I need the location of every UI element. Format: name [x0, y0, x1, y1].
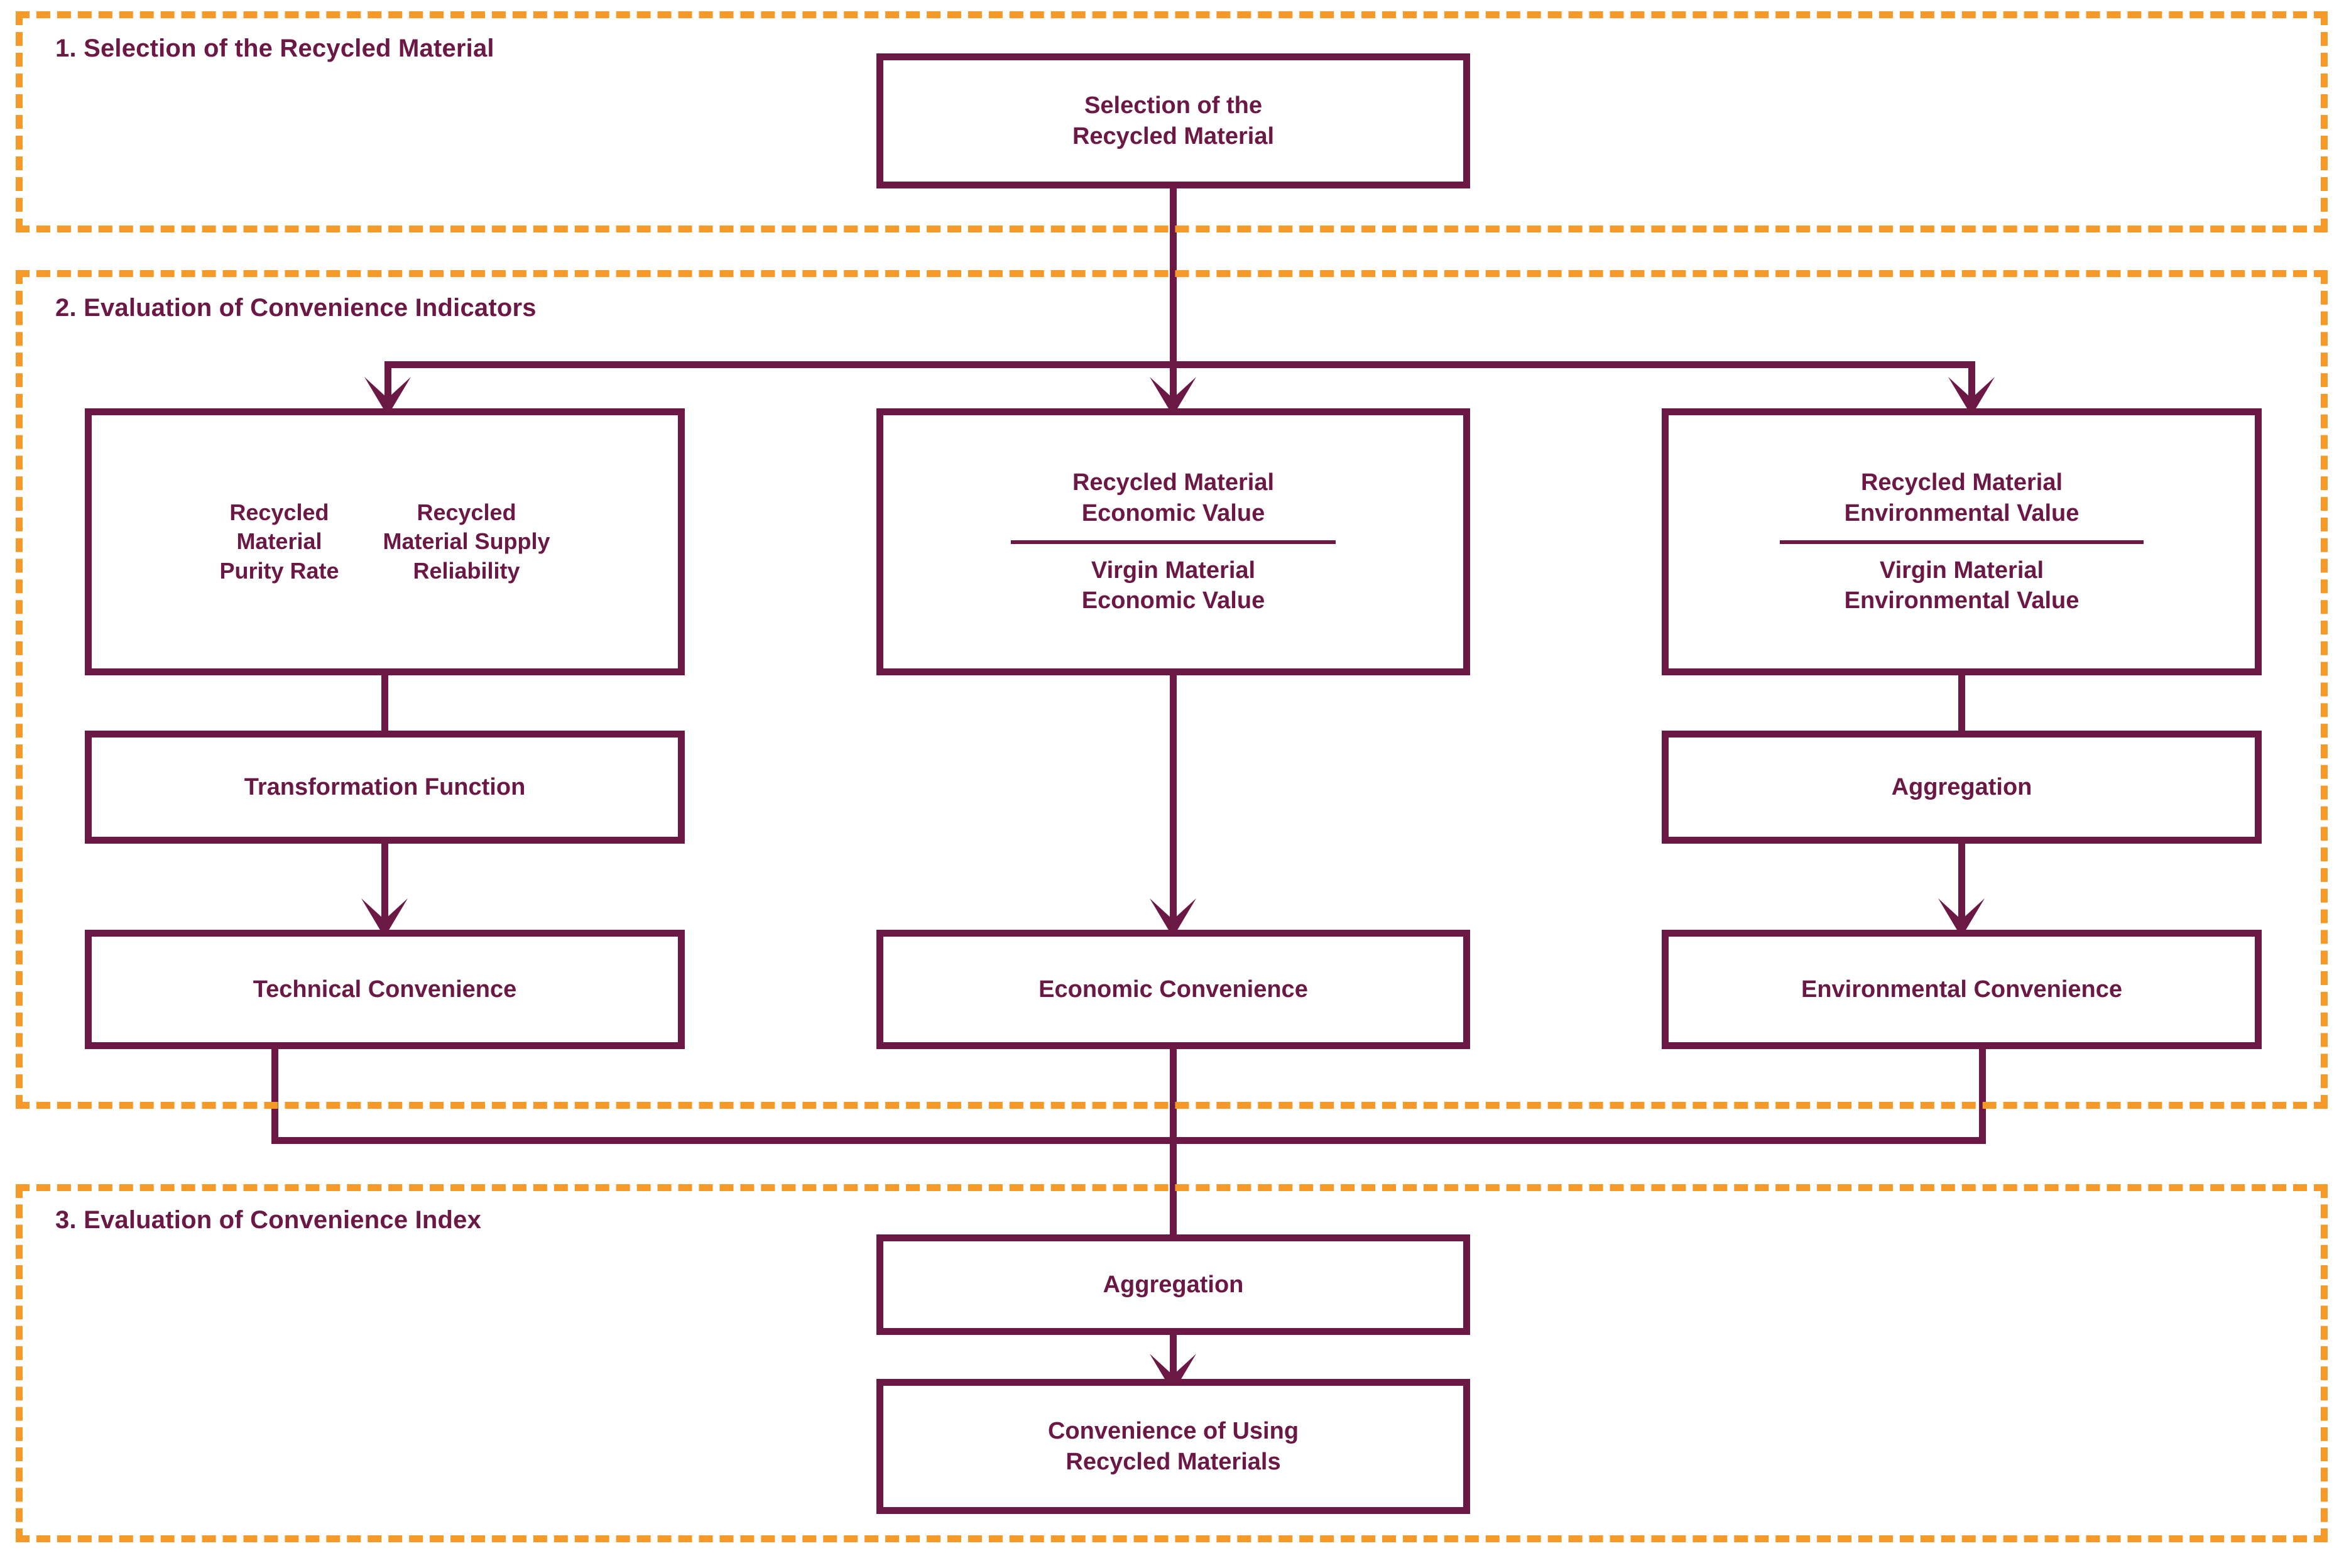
- technical-convenience-label: Technical Convenience: [253, 976, 517, 1003]
- indicator-purity-rate: Recycled Material Purity Rate: [219, 499, 339, 584]
- node-aggregation-index[interactable]: Aggregation: [876, 1234, 1470, 1335]
- section-frame-3: [16, 1184, 2328, 1542]
- connector-transform-to-technical-convenience: [381, 841, 388, 923]
- connector-technical-indicator-to-transform: [381, 672, 388, 735]
- section-title-1: 1. Selection of the Recycled Material: [55, 35, 494, 62]
- connector-bus-drop-left: [384, 361, 391, 411]
- node-aggregation-environmental[interactable]: Aggregation: [1662, 731, 2262, 844]
- arrowhead-to-technical-convenience: [361, 898, 408, 937]
- node-environmental-indicator-ratio[interactable]: Recycled Material Environmental Value Vi…: [1662, 408, 2262, 675]
- indicator-supply-reliability: Recycled Material Supply Reliability: [383, 499, 550, 584]
- connector-bus-drop-center: [1170, 361, 1177, 411]
- final-line2: Recycled Materials: [1066, 1448, 1281, 1475]
- section-title-3: 3. Evaluation of Convenience Index: [55, 1206, 482, 1234]
- aggregation-environmental-label: Aggregation: [1891, 773, 2032, 800]
- connector-economic-indicator-to-convenience: [1170, 672, 1177, 923]
- node-convenience-of-using-recycled-materials[interactable]: Convenience of Using Recycled Materials: [876, 1379, 1470, 1514]
- connector-collector-bus: [271, 1137, 1986, 1144]
- arrowhead-to-environmental-convenience: [1938, 898, 1985, 937]
- node-technical-convenience[interactable]: Technical Convenience: [85, 930, 685, 1049]
- economic-ratio-fraction-bar: [1011, 540, 1336, 544]
- environmental-convenience-label: Environmental Convenience: [1801, 976, 2122, 1003]
- node-top-line1: Selection of the: [1084, 92, 1262, 119]
- economic-convenience-label: Economic Convenience: [1038, 976, 1308, 1003]
- final-line1: Convenience of Using: [1047, 1417, 1299, 1444]
- aggregation-index-label: Aggregation: [1103, 1271, 1244, 1298]
- environmental-ratio-fraction-bar: [1780, 540, 2144, 544]
- section-frame-2: [16, 270, 2328, 1109]
- node-transformation-function[interactable]: Transformation Function: [85, 731, 685, 844]
- connector-economic-convenience-down: [1170, 1046, 1177, 1143]
- environmental-ratio-denominator: Virgin Material Environmental Value: [1844, 557, 2080, 614]
- connector-environmental-convenience-down: [1979, 1046, 1986, 1143]
- arrowhead-to-environmental-indicator: [1948, 377, 1995, 416]
- environmental-ratio-numerator: Recycled Material Environmental Value: [1844, 469, 2080, 526]
- economic-ratio-denominator: Virgin Material Economic Value: [1081, 557, 1265, 614]
- section-title-2: 2. Evaluation of Convenience Indicators: [55, 294, 537, 322]
- economic-ratio-numerator: Recycled Material Economic Value: [1072, 469, 1275, 526]
- connector-bus-drop-right: [1968, 361, 1975, 411]
- connector-technical-convenience-down: [271, 1046, 278, 1143]
- node-economic-indicator-ratio[interactable]: Recycled Material Economic Value Virgin …: [876, 408, 1470, 675]
- arrowhead-to-technical-indicator: [364, 377, 411, 416]
- connector-environmental-indicator-to-aggregation: [1958, 672, 1965, 735]
- connector-aggregation-index-to-final: [1170, 1332, 1177, 1379]
- node-top-line2: Recycled Material: [1072, 122, 1275, 150]
- node-economic-convenience[interactable]: Economic Convenience: [876, 930, 1470, 1049]
- node-selection-of-recycled-material[interactable]: Selection of the Recycled Material: [876, 53, 1470, 188]
- section-frame-1: [16, 11, 2328, 232]
- connector-aggregation-to-environmental-convenience: [1958, 841, 1965, 923]
- node-technical-indicators[interactable]: Recycled Material Purity Rate Recycled M…: [85, 408, 685, 675]
- transformation-function-label: Transformation Function: [244, 773, 526, 800]
- node-environmental-convenience[interactable]: Environmental Convenience: [1662, 930, 2262, 1049]
- connector-distribution-bus: [384, 361, 1975, 368]
